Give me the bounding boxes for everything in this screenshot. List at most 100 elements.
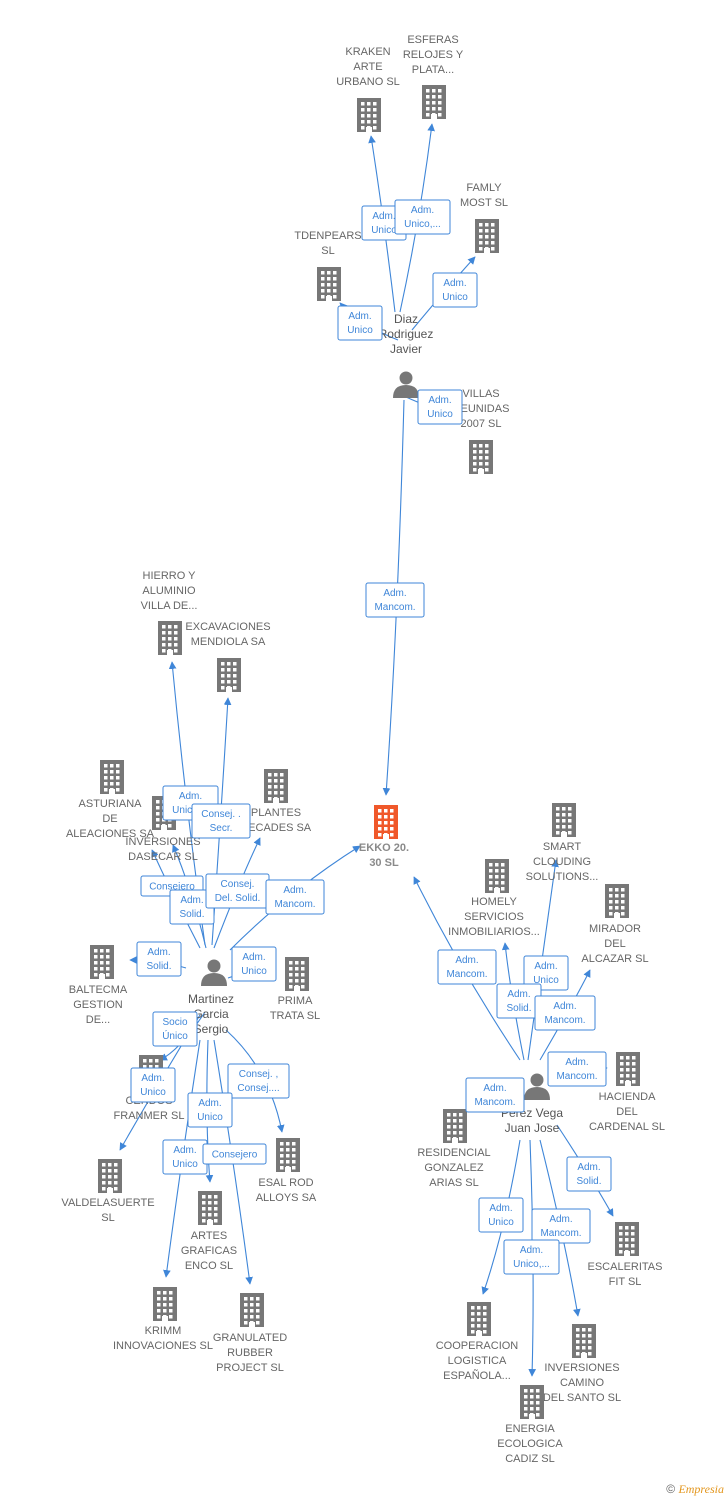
building-icon bbox=[572, 1324, 596, 1358]
relation-badge[interactable]: Adm.Solid. bbox=[566, 1156, 612, 1192]
relation-badge[interactable]: Adm.Mancom. bbox=[437, 949, 497, 985]
relation-label: Socio bbox=[162, 1017, 187, 1028]
node-label: GRAFICAS bbox=[181, 1245, 237, 1257]
relation-badge-box bbox=[437, 949, 497, 985]
relation-badge[interactable]: Adm.Unico bbox=[523, 955, 569, 991]
brand-logo[interactable]: Empresia bbox=[678, 1482, 724, 1496]
relation-badge[interactable]: Adm.Mancom. bbox=[465, 1077, 525, 1113]
node-label: INVERSIONES bbox=[125, 836, 200, 848]
relation-badge[interactable]: Consej. .Secr. bbox=[191, 803, 251, 839]
node-label: FIT SL bbox=[609, 1276, 642, 1288]
node-label: ECOLOGICA bbox=[497, 1438, 563, 1450]
relation-badge[interactable]: Adm.Mancom. bbox=[531, 1208, 591, 1244]
relation-label: Unico bbox=[533, 975, 559, 986]
relation-badge[interactable]: Adm.Unico bbox=[478, 1197, 524, 1233]
building-icon bbox=[469, 440, 493, 474]
node-escaleritas[interactable]: ESCALERITAS FIT SL bbox=[588, 1222, 663, 1288]
node-label: ALCAZAR SL bbox=[581, 953, 648, 965]
relation-badge[interactable]: Adm. Unico bbox=[417, 389, 463, 425]
node-label: Rodriguez bbox=[379, 327, 434, 341]
relation-label: Unico bbox=[427, 409, 453, 420]
relation-badge[interactable]: Consejero bbox=[202, 1143, 267, 1165]
relation-badge[interactable]: Consej. ,Consej.... bbox=[227, 1063, 290, 1099]
relation-badge[interactable]: Adm.Unico,... bbox=[503, 1239, 560, 1275]
building-icon bbox=[357, 98, 381, 132]
node-label: ARTES bbox=[191, 1230, 227, 1242]
building-icon bbox=[422, 85, 446, 119]
relation-label: Mancom. bbox=[274, 899, 315, 910]
relation-badge[interactable]: Adm.Unico bbox=[130, 1067, 176, 1103]
relation-badge[interactable]: Adm.Unico bbox=[162, 1139, 208, 1175]
relation-label: Adm. bbox=[428, 395, 451, 406]
relation-badge[interactable]: Consej.Del. Solid. bbox=[205, 873, 270, 909]
edge-perez-to-smart bbox=[527, 859, 559, 1061]
node-label: VILLA DE... bbox=[141, 600, 198, 612]
node-homely[interactable]: HOMELYSERVICIOSINMOBILIARIOS... bbox=[448, 859, 540, 938]
building-icon bbox=[217, 658, 241, 692]
copyright-symbol: © bbox=[666, 1482, 676, 1496]
node-ekko[interactable]: EKKO 20.30 SL bbox=[359, 805, 409, 869]
relation-badge[interactable]: Adm.Mancom. bbox=[265, 879, 325, 915]
node-smart[interactable]: SMARTCLOUDINGSOLUTIONS... bbox=[526, 803, 599, 883]
node-label: MENDIOLA SA bbox=[191, 636, 266, 648]
relation-badge[interactable]: Adm.Unico bbox=[231, 946, 277, 982]
relation-badge[interactable]: Adm.Mancom. bbox=[534, 995, 596, 1031]
relation-label: Solid. bbox=[576, 1176, 601, 1187]
relation-badge[interactable]: Adm.Mancom. bbox=[547, 1051, 607, 1087]
relation-badge[interactable]: Adm.Mancom. bbox=[365, 582, 425, 618]
person-icon bbox=[524, 1073, 550, 1100]
building-icon bbox=[605, 884, 629, 918]
node-label: CLOUDING bbox=[533, 856, 591, 868]
node-label: Javier bbox=[390, 342, 422, 356]
relation-badge[interactable]: Adm.Unico bbox=[432, 272, 478, 308]
relation-badge[interactable]: Adm.Solid. bbox=[496, 983, 542, 1019]
node-label: URBANO SL bbox=[336, 76, 400, 88]
relation-label: Solid. bbox=[179, 909, 204, 920]
node-label: 2007 SL bbox=[461, 418, 502, 430]
node-label: ENERGIA bbox=[505, 1423, 555, 1435]
relation-label: Solid. bbox=[146, 961, 171, 972]
relation-label: Adm. bbox=[553, 1001, 576, 1012]
relation-badge-box bbox=[566, 1156, 612, 1192]
relation-badge-box bbox=[432, 272, 478, 308]
node-label: ESCALERITAS bbox=[588, 1261, 663, 1273]
relation-badge-box bbox=[265, 879, 325, 915]
building-icon bbox=[520, 1385, 544, 1419]
relation-badge[interactable]: Adm.Unico bbox=[187, 1092, 233, 1128]
node-cooperacion[interactable]: COOPERACIONLOGISTICAESPAÑOLA... bbox=[436, 1302, 519, 1382]
relation-badge[interactable]: Adm.Unico,... bbox=[394, 199, 451, 235]
relation-badge[interactable]: Adm.Unico bbox=[337, 305, 383, 341]
relation-badge[interactable]: Adm.Solid. bbox=[136, 941, 182, 977]
node-baltecma[interactable]: BALTECMAGESTIONDE... bbox=[69, 945, 128, 1026]
node-label: ESFERAS bbox=[407, 34, 458, 46]
building-icon bbox=[374, 805, 398, 839]
relation-label: Adm. bbox=[383, 588, 406, 599]
node-label: MIRADOR bbox=[589, 923, 641, 935]
relation-label: Adm. bbox=[549, 1214, 572, 1225]
building-icon bbox=[153, 1287, 177, 1321]
